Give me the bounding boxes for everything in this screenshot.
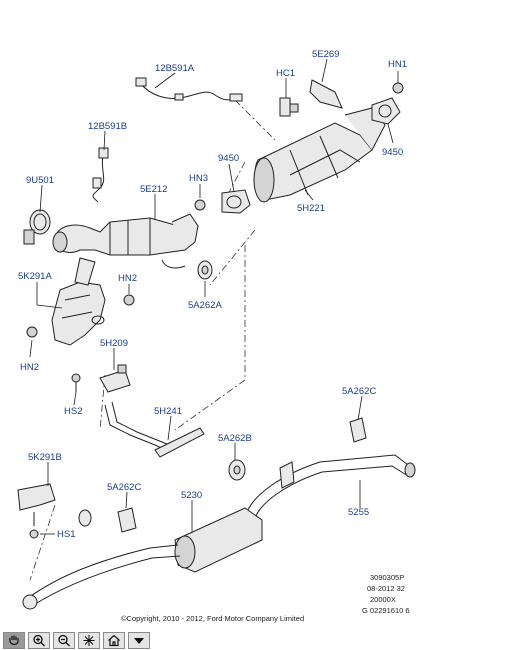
label-hn1: HN1 — [388, 59, 407, 70]
label-9450-right: 9450 — [382, 147, 403, 158]
menu-arrow-icon — [134, 638, 144, 644]
label-12b591a: 12B591A — [155, 63, 195, 74]
fit-icon — [83, 635, 95, 646]
insulator-5a262c-right[interactable] — [349, 417, 367, 443]
label-hn2-bottom: HN2 — [20, 362, 39, 373]
label-12b591b: 12B591B — [88, 121, 127, 132]
bracket-5e269[interactable] — [309, 79, 343, 109]
sensor-12b591b[interactable] — [92, 147, 109, 203]
bracket-5k291b[interactable] — [17, 483, 56, 511]
label-5a262b: 5A262B — [218, 433, 252, 444]
pan-tool-button[interactable] — [3, 632, 25, 649]
label-hn2-top: HN2 — [118, 273, 137, 284]
label-hn3: HN3 — [189, 173, 208, 184]
label-5k291a: 5K291A — [18, 271, 52, 282]
label-5230: 5230 — [181, 490, 202, 501]
heat-shield-5k291a[interactable] — [51, 257, 106, 346]
gasket-9450-right[interactable] — [371, 97, 401, 125]
home-tool-button[interactable] — [103, 632, 125, 649]
muffler-5230[interactable] — [22, 507, 263, 610]
exhaust-system-diagram: 12B591A 12B591B 9U501 5E212 5K291A HN2 H… — [17, 49, 416, 623]
label-hs1: HS1 — [57, 529, 75, 540]
pressure-sensor-5h209[interactable] — [99, 364, 131, 393]
tail-pipe-5255[interactable] — [247, 454, 416, 517]
clamp-5k291b[interactable] — [78, 509, 92, 527]
label-5e212: 5E212 — [140, 184, 167, 195]
label-5a262c-right: 5A262C — [342, 386, 376, 397]
viewer-toolbar — [0, 631, 520, 650]
zoom-out-tool-button[interactable] — [53, 632, 75, 649]
home-icon — [108, 634, 120, 647]
label-5e269: 5E269 — [312, 49, 339, 60]
nut-hn3[interactable] — [194, 199, 206, 211]
sensor-12b591a[interactable] — [135, 77, 243, 102]
clip-hc1[interactable] — [279, 97, 299, 117]
insulator-5a262c-left[interactable] — [117, 507, 137, 533]
sensor-pipes-5h241[interactable] — [104, 401, 205, 458]
particulate-filter-5h221[interactable] — [253, 107, 386, 203]
label-9450-left: 9450 — [218, 153, 239, 164]
reference-line-4: G 02291610 6 — [362, 606, 410, 615]
label-5255: 5255 — [348, 507, 369, 518]
label-5k291b: 5K291B — [28, 452, 62, 463]
label-9u501: 9U501 — [26, 175, 54, 186]
label-5a262a: 5A262A — [188, 300, 222, 311]
nut-hn2-top[interactable] — [123, 294, 135, 306]
nut-hn1[interactable] — [392, 82, 404, 94]
fit-tool-button[interactable] — [78, 632, 100, 649]
zoom-in-tool-button[interactable] — [28, 632, 50, 649]
clamp-9u501[interactable] — [23, 209, 51, 245]
reference-line-2: 08-2012 32 — [367, 584, 405, 593]
insulator-5a262b[interactable] — [228, 459, 246, 481]
screw-hs1[interactable] — [29, 512, 39, 539]
hand-icon — [9, 635, 19, 645]
label-5h209: 5H209 — [100, 338, 128, 349]
zoom-in-icon — [33, 634, 45, 647]
reference-line-1: 3090305P — [370, 573, 404, 582]
nut-hn2-bottom[interactable] — [26, 326, 38, 338]
label-5h221: 5H221 — [297, 203, 325, 214]
zoom-out-icon — [58, 634, 70, 647]
copyright-text: ©Copyright, 2010 - 2012, Ford Motor Comp… — [121, 614, 304, 623]
label-hs2: HS2 — [64, 406, 82, 417]
leader-lines — [29, 58, 399, 535]
reference-block: 3090305P 08-2012 32 20000X G 02291610 6 — [362, 573, 410, 615]
label-5a262c-left: 5A262C — [107, 482, 141, 493]
reference-line-3: 20000X — [370, 595, 396, 604]
label-5h241: 5H241 — [154, 406, 182, 417]
label-hc1: HC1 — [276, 68, 295, 79]
insulator-5a262a[interactable] — [197, 260, 213, 280]
screw-hs2[interactable] — [71, 373, 81, 392]
part-labels: 12B591A 12B591B 9U501 5E212 5K291A HN2 H… — [18, 49, 407, 540]
catalytic-converter-5e212[interactable] — [52, 213, 199, 269]
gasket-9450-left[interactable] — [221, 189, 251, 214]
menu-tool-button[interactable] — [128, 632, 150, 649]
